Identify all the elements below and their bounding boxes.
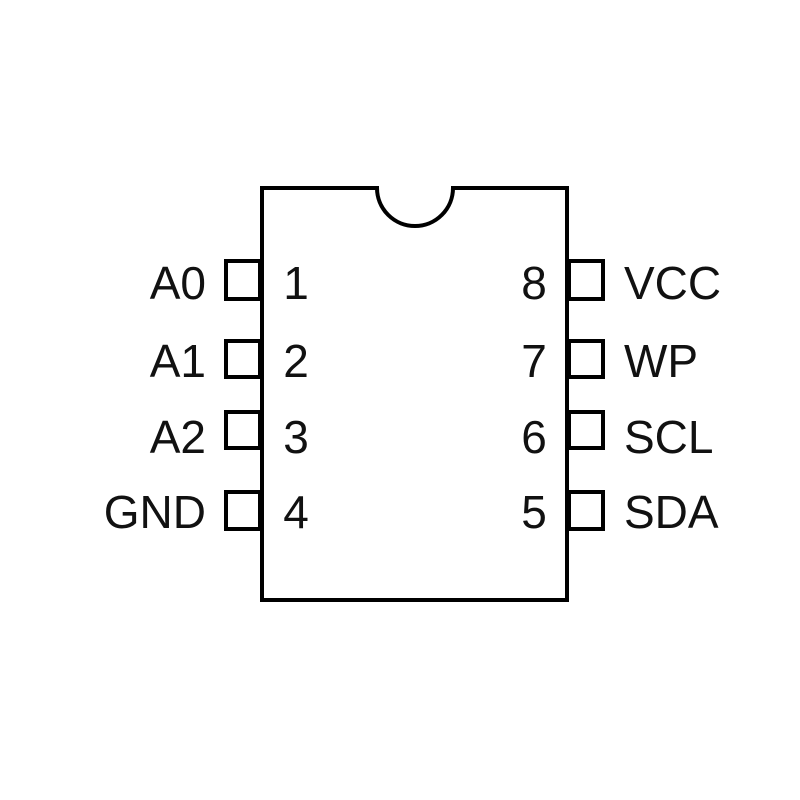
pin-2-pad	[224, 339, 262, 379]
pin-7-pad	[567, 339, 605, 379]
pin-name-4: GND	[103, 486, 206, 538]
pin-name-2: A1	[149, 335, 206, 387]
pin-4-pad	[224, 490, 262, 531]
pin-8-pad	[567, 259, 605, 301]
pin-name-5: SDA	[624, 486, 719, 538]
pin-number-2: 2	[283, 335, 309, 387]
pin-6-pad	[567, 410, 605, 450]
pin-1-pad	[224, 259, 262, 301]
pin-name-7: WP	[624, 335, 699, 387]
pin-number-5: 5	[521, 486, 547, 538]
pin-number-4: 4	[283, 486, 309, 538]
pin-name-3: A2	[149, 411, 206, 463]
chip-body	[260, 186, 569, 602]
pin-number-3: 3	[283, 411, 309, 463]
pin-number-7: 7	[521, 335, 547, 387]
pin-3-pad	[224, 410, 262, 450]
pin-number-1: 1	[283, 257, 309, 309]
pin-name-1: A0	[149, 257, 206, 309]
pin-5-pad	[567, 490, 605, 531]
pin-name-8: VCC	[624, 257, 722, 309]
pin-name-6: SCL	[624, 411, 714, 463]
pin-number-6: 6	[521, 411, 547, 463]
pin-number-8: 8	[521, 257, 547, 309]
